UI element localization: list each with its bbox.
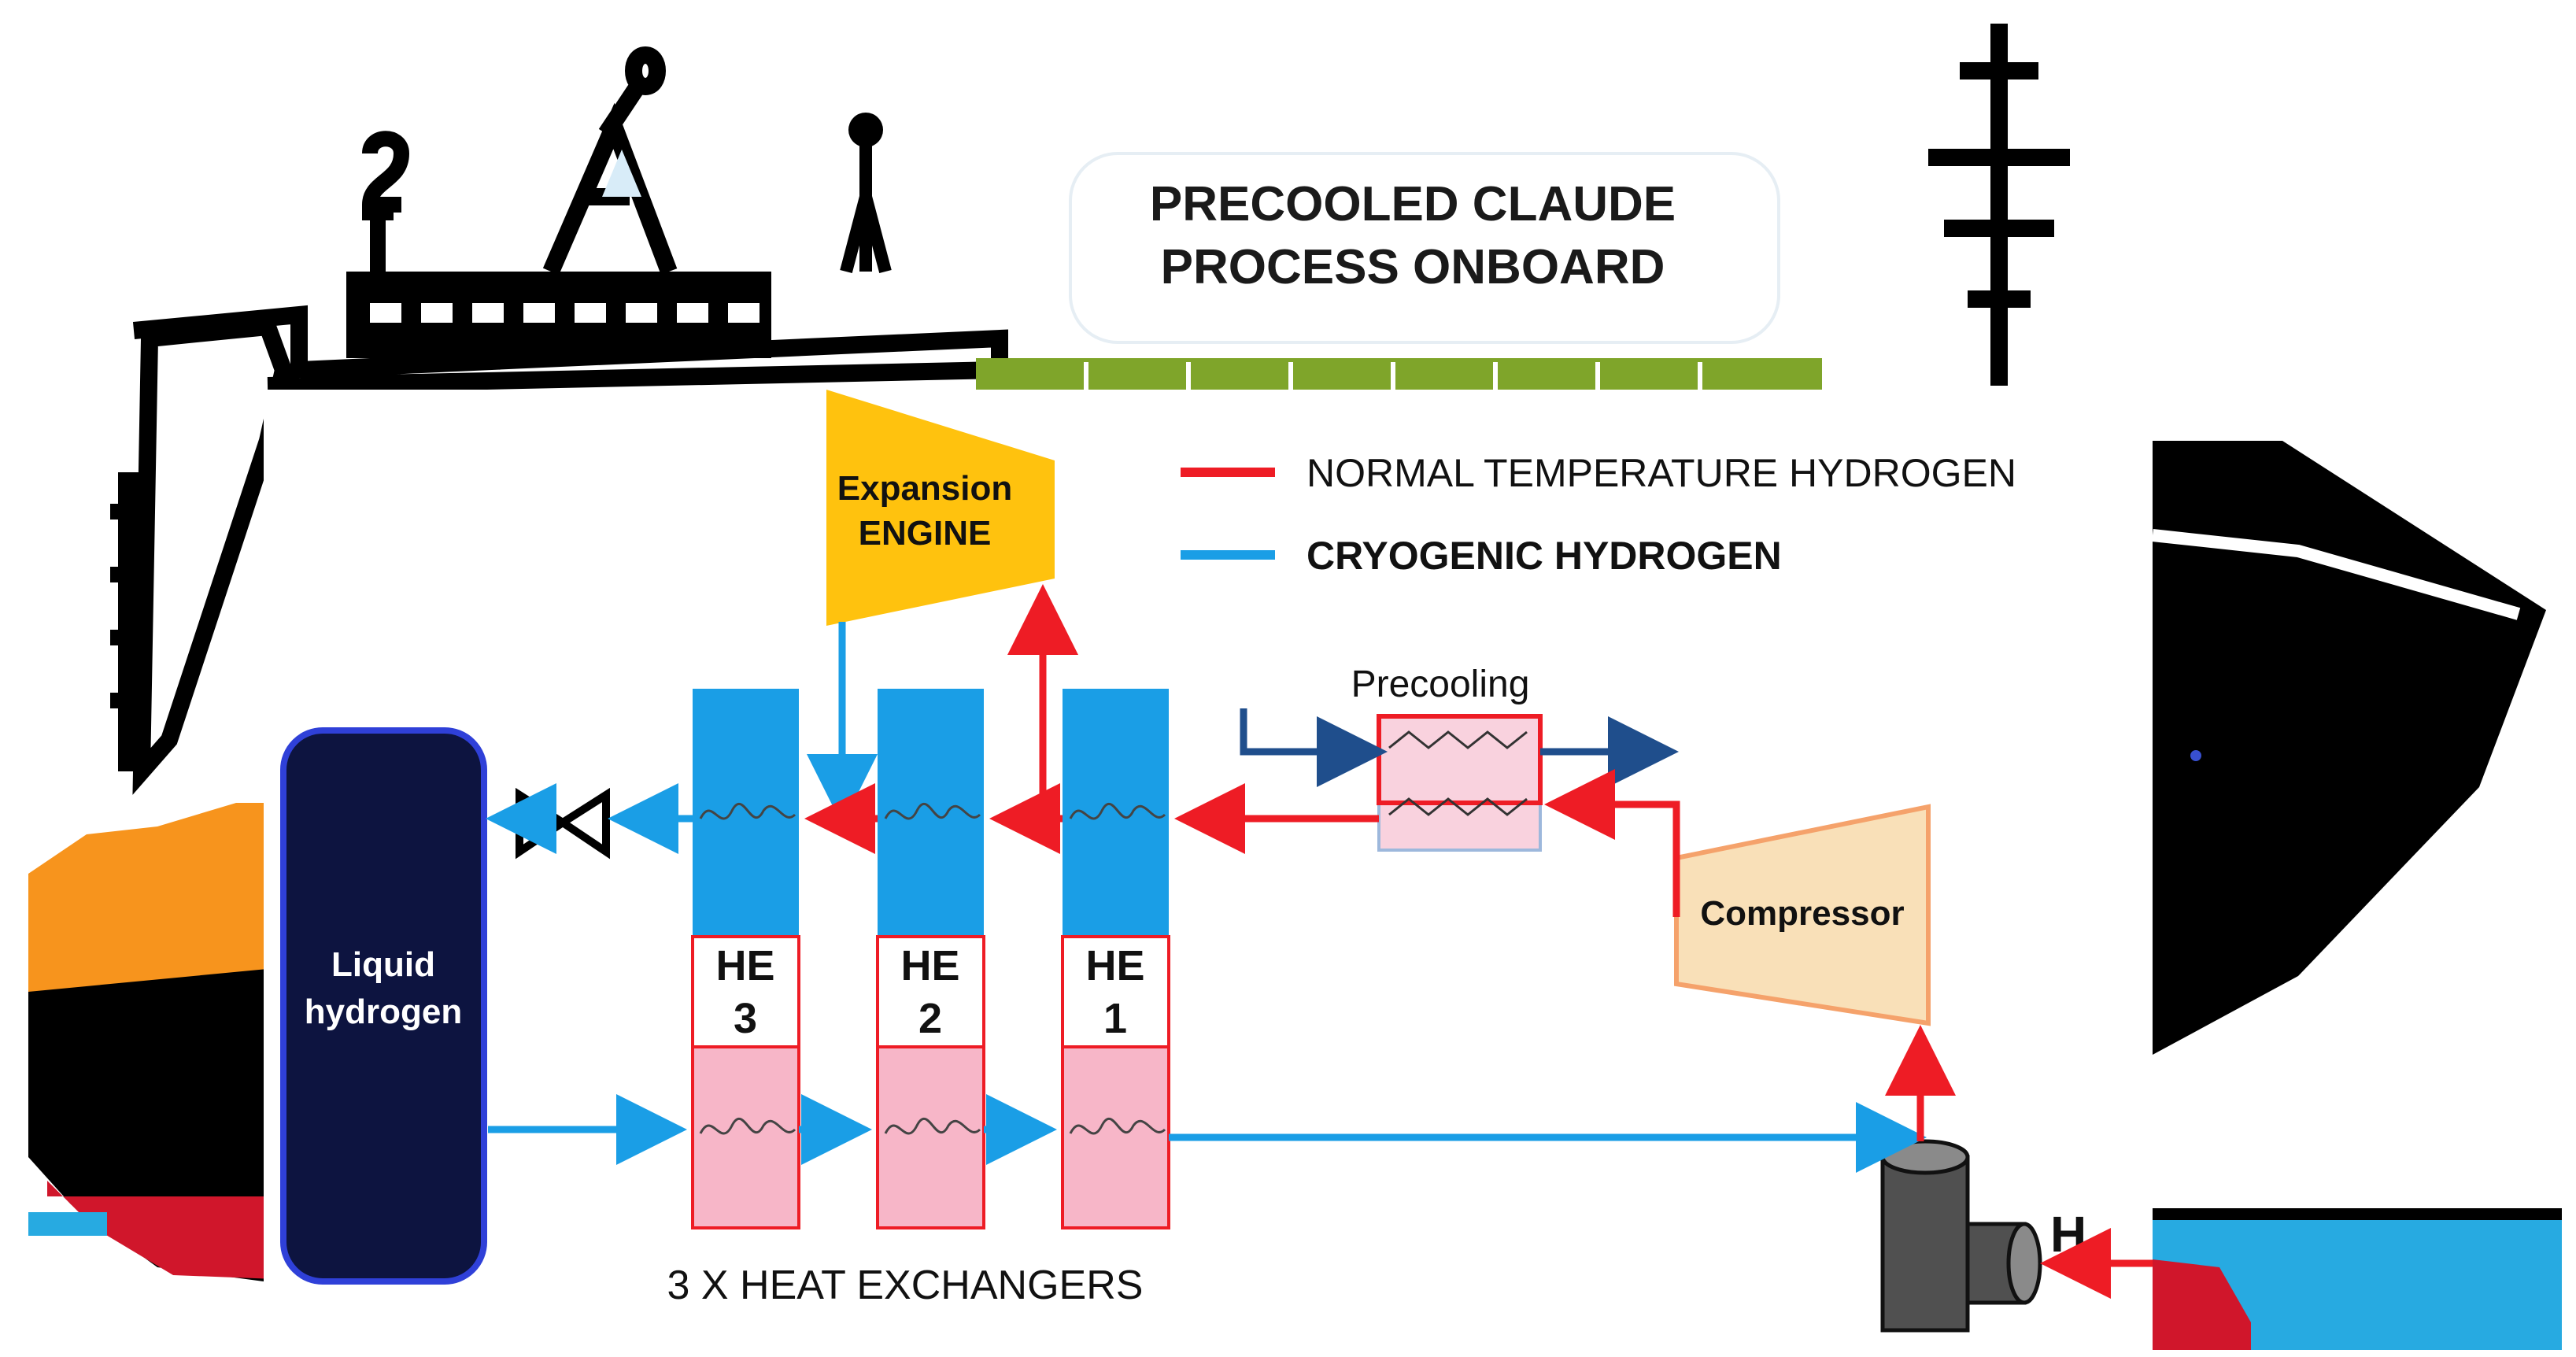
bow-line	[2152, 529, 2521, 620]
normal-temperature-lines	[804, 584, 2153, 1299]
heat-exchanger-he2: HE 2	[876, 689, 985, 1229]
green-deck	[976, 358, 1822, 390]
expansion-line1: Expansion	[837, 469, 1013, 508]
he1-line2: 1	[1103, 995, 1127, 1042]
title-box: PRECOOLED CLAUDE PROCESS ONBOARD	[1069, 152, 1780, 344]
stern-hull	[28, 929, 275, 1283]
stern-bridge	[132, 317, 293, 795]
precooling-label: Precooling	[1351, 664, 1530, 705]
tank-line1: Liquid	[331, 945, 435, 984]
title-line1: PRECOOLED CLAUDE	[1150, 177, 1676, 231]
bow-mast	[1928, 24, 2070, 386]
stern-red-band	[47, 1181, 275, 1279]
crane-structure	[542, 46, 678, 275]
antenna	[840, 134, 892, 274]
stern-cargo	[28, 803, 275, 992]
he2-line2: 2	[918, 995, 942, 1042]
legend-normal-label: NORMAL TEMPERATURE HYDROGEN	[1306, 451, 2016, 495]
expansion-engine: Expansion ENGINE	[826, 390, 1055, 626]
legend-cryogenic-label: CRYOGENIC HYDROGEN	[1306, 534, 1782, 578]
ship-background	[28, 24, 2562, 1350]
tank-line2: hydrogen	[305, 993, 462, 1031]
he3-line1: HE	[715, 942, 774, 989]
precooler: Precooling	[1351, 664, 1543, 852]
h2-inlet-pipe	[1880, 1139, 2042, 1333]
he3-line2: 3	[734, 995, 757, 1042]
stern-waterline	[28, 1212, 107, 1236]
cryogenic-lines	[486, 622, 1927, 1173]
bow-hull	[2153, 441, 2546, 1055]
expansion-line2: ENGINE	[859, 514, 992, 553]
heat-exchangers-caption: 3 X HEAT EXCHANGERS	[667, 1263, 1144, 1308]
stern-fins	[118, 472, 142, 771]
compressor-label: Compressor	[1700, 894, 1904, 933]
he1-line1: HE	[1085, 942, 1144, 989]
he2-line1: HE	[900, 942, 959, 989]
liquid-hydrogen-tank: Liquid hydrogen	[280, 727, 487, 1285]
radar-mast	[361, 131, 410, 272]
heat-exchanger-he3: HE 3	[691, 689, 800, 1229]
crane-window	[602, 150, 641, 197]
compressor: Compressor	[1674, 804, 1931, 1026]
stern-rungs	[110, 504, 138, 708]
heat-exchanger-he1: HE 1	[1061, 689, 1170, 1229]
title-line2: PROCESS ONBOARD	[1161, 240, 1665, 294]
coolant-line	[1240, 708, 1388, 787]
bow-red	[2153, 1259, 2251, 1350]
legend: NORMAL TEMPERATURE HYDROGEN CRYOGENIC HY…	[1181, 451, 2016, 578]
